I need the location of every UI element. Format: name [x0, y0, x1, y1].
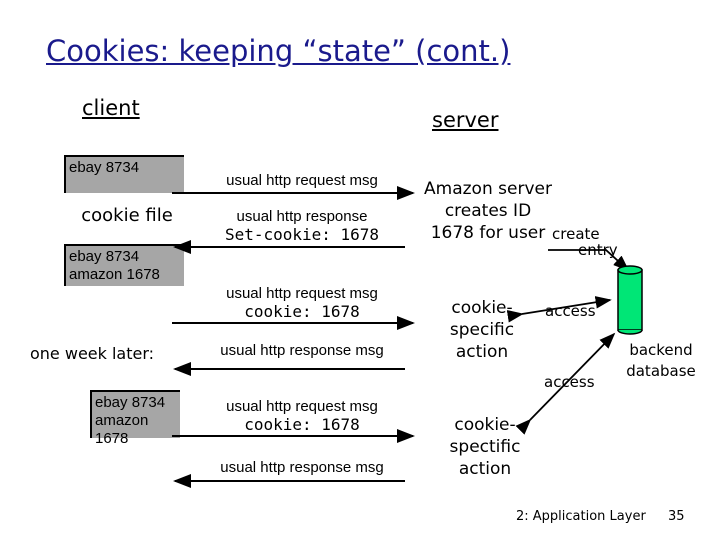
cookie-specific-action-2: cookie- spectific action	[432, 414, 538, 480]
action-line: cookie-	[451, 298, 513, 318]
cookie-file-label: cookie file	[81, 205, 173, 226]
amazon-note-line: creates ID	[444, 201, 532, 221]
client-label: client	[82, 96, 140, 120]
create-entry-line: entry	[578, 241, 618, 259]
one-week-later-label: one week later:	[30, 344, 155, 363]
arrow-access-2	[515, 332, 616, 435]
message-request-2-line1: usual http request msg	[226, 285, 378, 302]
backend-database-label: backend database	[618, 340, 704, 382]
message-request-3-line1: usual http request msg	[226, 398, 378, 415]
create-entry-label: create entry	[552, 226, 618, 258]
message-request-2-line2: cookie: 1678	[244, 302, 360, 321]
message-response-2: usual http response msg	[220, 342, 384, 359]
slide-title: Cookies: keeping “state” (cont.)	[46, 34, 511, 68]
database-icon	[617, 265, 643, 335]
database-label-line: database	[626, 362, 696, 380]
cookie-file-box-later: ebay 8734 amazon 1678	[90, 390, 180, 447]
action-line: specific	[449, 320, 515, 340]
message-response-1-line1: usual http response	[236, 208, 368, 225]
cookie-file-box-updated: ebay 8734 amazon 1678	[64, 244, 184, 286]
amazon-note-line: 1678 for user	[430, 223, 546, 243]
page-number: 35	[668, 509, 685, 524]
amazon-server-note: Amazon server creates ID 1678 for user	[408, 178, 568, 244]
cookie-entry-amazon: amazon 1678	[69, 266, 160, 283]
cookie-entry-ebay: ebay 8734	[95, 394, 166, 411]
message-response-1-line2: Set-cookie: 1678	[224, 225, 380, 244]
server-label: server	[432, 108, 499, 132]
action-line: cookie-	[454, 415, 516, 435]
arrow-create-entry	[548, 249, 630, 272]
footer-chapter: 2: Application Layer	[516, 509, 646, 524]
message-request-3-line2: cookie: 1678	[244, 415, 360, 434]
action-line: action	[455, 342, 509, 362]
arrow-access-1	[506, 296, 612, 323]
create-entry-line: create	[552, 225, 600, 243]
database-label-line: backend	[629, 341, 693, 359]
action-line: action	[458, 459, 512, 479]
message-response-3: usual http response msg	[220, 459, 384, 476]
access-label-2: access	[544, 373, 595, 391]
cookie-specific-action-1: cookie- specific action	[432, 297, 532, 363]
message-request-1: usual http request msg	[226, 172, 378, 189]
action-line: spectific	[449, 437, 521, 457]
cookie-file-box-initial: ebay 8734	[64, 155, 184, 193]
amazon-note-line: Amazon server	[424, 179, 552, 199]
cookie-entry-ebay: ebay 8734	[69, 248, 140, 265]
cookie-entry-amazon: amazon 1678	[95, 412, 149, 447]
access-label-1: access	[545, 302, 596, 320]
cookie-entry-ebay: ebay 8734	[69, 159, 140, 176]
